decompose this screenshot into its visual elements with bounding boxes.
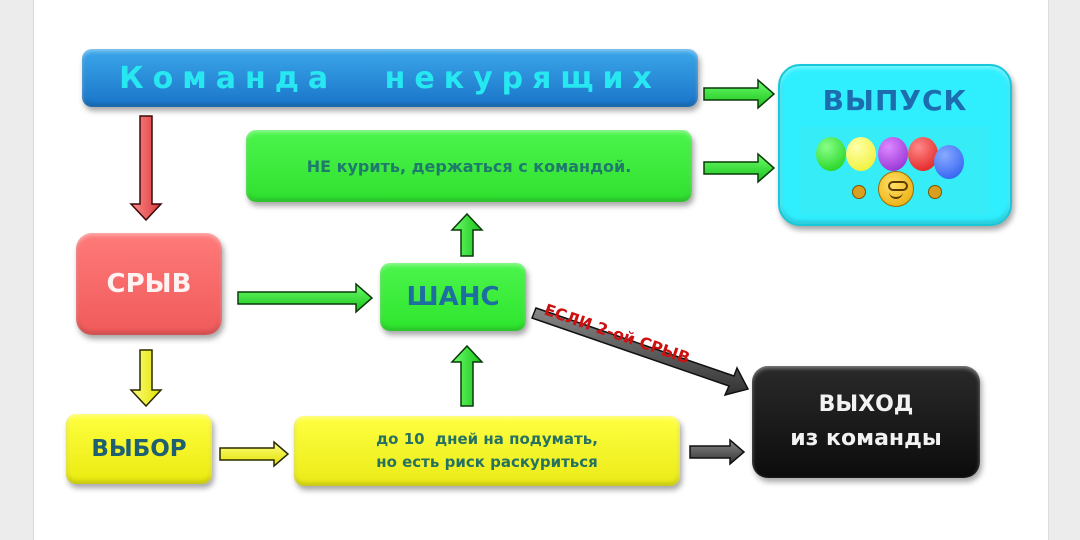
- rule-text: НЕ курить, держаться с командой.: [306, 156, 632, 176]
- release-title: ВЫПУСК: [822, 84, 968, 117]
- balloon-yellow-icon: [846, 137, 876, 171]
- left-hand-icon: [852, 185, 866, 199]
- relapse-box: СРЫВ: [76, 233, 222, 335]
- balloon-blue-icon: [934, 145, 964, 179]
- relapse-text: СРЫВ: [106, 269, 192, 299]
- balloon-green-icon: [816, 137, 846, 171]
- release-box: ВЫПУСК: [778, 64, 1012, 226]
- think-line1: до 10 дней на подумать,: [376, 430, 598, 448]
- exit-line2: из команды: [790, 426, 942, 451]
- balloons-smiley-image: [800, 127, 990, 215]
- choice-text: ВЫБОР: [91, 436, 187, 462]
- team-title-word2: некурящих: [384, 60, 661, 96]
- smiley-icon: [878, 171, 914, 207]
- right-hand-icon: [928, 185, 942, 199]
- choice-box: ВЫБОР: [66, 414, 212, 484]
- rule-box: НЕ курить, держаться с командой.: [246, 130, 692, 202]
- team-title-box: Команда некурящих: [82, 49, 698, 107]
- exit-box: ВЫХОД из команды: [752, 366, 980, 478]
- team-title-word1: Команда: [119, 60, 338, 96]
- exit-line1: ВЫХОД: [818, 392, 914, 417]
- balloon-purple-icon: [878, 137, 908, 171]
- chance-text: ШАНС: [406, 282, 500, 312]
- think-line2: но есть риск раскуриться: [376, 453, 598, 471]
- chance-box: ШАНС: [380, 263, 526, 331]
- balloon-red-icon: [908, 137, 938, 171]
- think-box: до 10 дней на подумать, но есть риск рас…: [294, 416, 680, 486]
